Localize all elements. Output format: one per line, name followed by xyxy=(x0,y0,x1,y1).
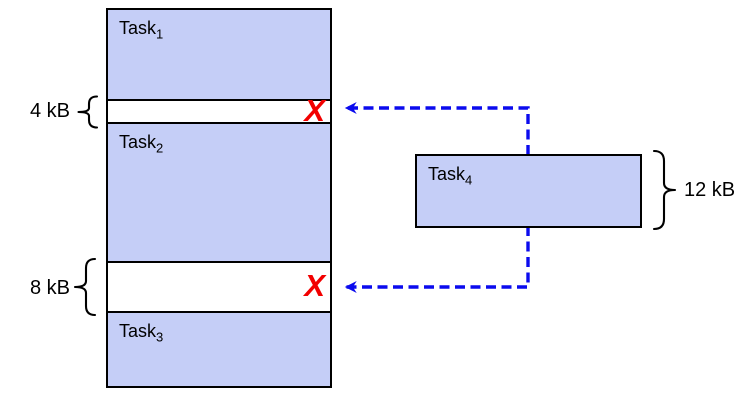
memory-gap-8kb: X xyxy=(108,263,330,313)
memory-block-task2: Task2 xyxy=(108,124,330,263)
memory-column: Task1 X Task2 X Task3 xyxy=(106,8,332,388)
task3-label: Task3 xyxy=(119,321,164,345)
memory-block-task3: Task3 xyxy=(108,313,330,386)
task1-label: Task1 xyxy=(119,18,164,42)
task3-subscript: 3 xyxy=(156,329,164,345)
reject-x-mark-8kb: X xyxy=(304,268,325,303)
task4-label: Task4 xyxy=(428,164,473,188)
incoming-block-task4: Task4 xyxy=(415,154,642,228)
task1-subscript: 1 xyxy=(156,26,164,42)
brace-icon-12kb xyxy=(652,149,677,231)
memory-block-task1: Task1 xyxy=(108,10,330,101)
reject-x-mark-4kb: X xyxy=(304,93,325,128)
task2-subscript: 2 xyxy=(156,140,164,156)
arrow-task4-to-8kb-gap xyxy=(344,226,530,293)
memory-gap-4kb: X xyxy=(108,95,330,126)
task4-subscript: 4 xyxy=(465,172,473,188)
brace-icon-4kb xyxy=(77,95,99,129)
arrow-task4-to-4kb-gap xyxy=(344,102,530,155)
gap-size-label-8kb: 8 kB xyxy=(29,277,70,299)
task2-label: Task2 xyxy=(119,132,164,156)
task4-size-label-12kb: 12 kB xyxy=(684,179,736,201)
brace-icon-8kb xyxy=(73,257,97,317)
gap-size-label-4kb: 4 kB xyxy=(29,100,70,122)
